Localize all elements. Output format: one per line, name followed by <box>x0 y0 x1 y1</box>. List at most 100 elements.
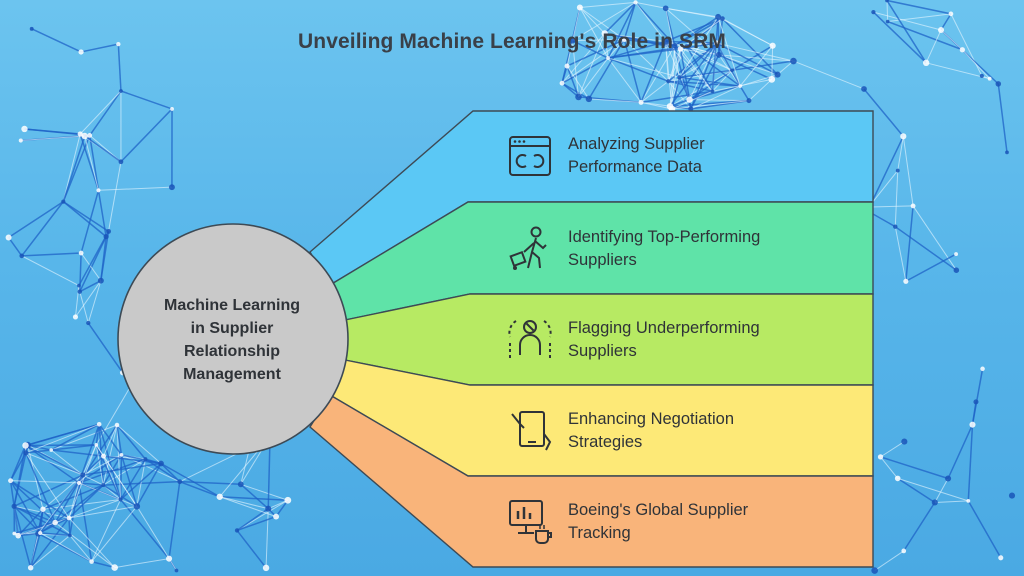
network-link <box>672 100 750 110</box>
network-link <box>561 57 609 84</box>
network-node <box>713 40 720 46</box>
network-link <box>10 480 56 524</box>
network-node <box>237 481 244 488</box>
network-node <box>901 438 908 445</box>
network-node <box>27 564 34 571</box>
network-link <box>607 39 625 59</box>
network-node <box>15 532 21 539</box>
network-link <box>120 90 173 110</box>
network-link <box>940 29 963 51</box>
network-link <box>712 69 733 92</box>
network-link <box>665 17 723 43</box>
band-1-label: Analyzing Supplier Performance Data <box>568 133 858 179</box>
network-node <box>672 42 678 49</box>
network-link <box>87 280 102 324</box>
network-link <box>604 33 609 59</box>
network-node <box>621 37 627 43</box>
network-link <box>95 444 104 486</box>
network-link <box>91 506 138 562</box>
network-node <box>97 277 104 284</box>
network-link <box>108 161 122 232</box>
band-5-shape <box>309 394 874 568</box>
network-node <box>77 283 81 288</box>
network-link <box>934 478 949 503</box>
network-link <box>24 128 81 135</box>
network-link <box>69 535 93 562</box>
network-node <box>174 568 179 573</box>
network-link <box>68 517 71 536</box>
network-node <box>78 250 84 256</box>
network-link <box>240 483 269 510</box>
network-node <box>5 234 12 241</box>
network-link <box>604 1 637 34</box>
network-link <box>665 7 723 20</box>
network-link <box>721 18 779 76</box>
network-node <box>38 530 43 536</box>
network-link <box>635 2 666 42</box>
network-node <box>931 499 938 506</box>
network-link <box>25 452 56 523</box>
network-link <box>78 231 110 286</box>
network-link <box>886 0 889 22</box>
network-link <box>997 83 1008 153</box>
network-link <box>79 279 102 293</box>
network-node <box>284 496 292 504</box>
network-node <box>666 79 671 84</box>
network-link <box>579 7 606 34</box>
network-node <box>945 475 952 482</box>
network-node <box>559 80 565 86</box>
network-link <box>13 506 32 568</box>
network-link <box>623 39 642 103</box>
network-link <box>711 16 719 92</box>
network-node <box>710 89 715 94</box>
network-link <box>98 424 122 500</box>
network-node <box>715 13 722 20</box>
network-link <box>607 57 642 103</box>
network-link <box>236 529 267 569</box>
network-link <box>25 444 97 447</box>
network-link <box>54 522 115 568</box>
network-node <box>8 478 14 484</box>
network-node <box>564 63 570 69</box>
network-link <box>25 423 100 447</box>
network-link <box>665 8 680 78</box>
network-node <box>78 49 84 55</box>
network-link <box>29 532 41 568</box>
network-link <box>236 515 277 532</box>
network-node <box>89 559 94 564</box>
network-link <box>116 424 122 500</box>
network-link <box>39 509 44 534</box>
network-node <box>973 399 979 405</box>
network-node <box>998 555 1004 561</box>
network-node <box>601 30 608 37</box>
network-node <box>72 314 79 320</box>
network-link <box>739 85 750 102</box>
network-link <box>926 62 990 80</box>
network-link <box>880 456 899 479</box>
network-node <box>910 203 916 209</box>
network-link <box>75 280 102 318</box>
network-link <box>179 480 220 498</box>
network-link <box>793 60 865 90</box>
network-node <box>177 479 183 485</box>
network-link <box>25 444 84 476</box>
network-link <box>739 45 774 87</box>
network-link <box>572 39 609 59</box>
network-link <box>678 76 691 100</box>
network-link <box>718 54 773 81</box>
network-link <box>82 444 97 476</box>
network-node <box>23 450 29 456</box>
network-link <box>873 11 942 31</box>
network-node <box>980 366 985 372</box>
network-link <box>114 558 170 569</box>
network-link <box>934 500 969 503</box>
network-node <box>61 199 66 204</box>
network-link <box>897 477 969 502</box>
network-link <box>25 444 97 454</box>
network-node <box>922 59 930 67</box>
network-node <box>21 125 28 133</box>
network-link <box>874 550 905 571</box>
network-link <box>905 205 914 282</box>
network-node <box>686 96 693 103</box>
network-node <box>900 133 907 140</box>
